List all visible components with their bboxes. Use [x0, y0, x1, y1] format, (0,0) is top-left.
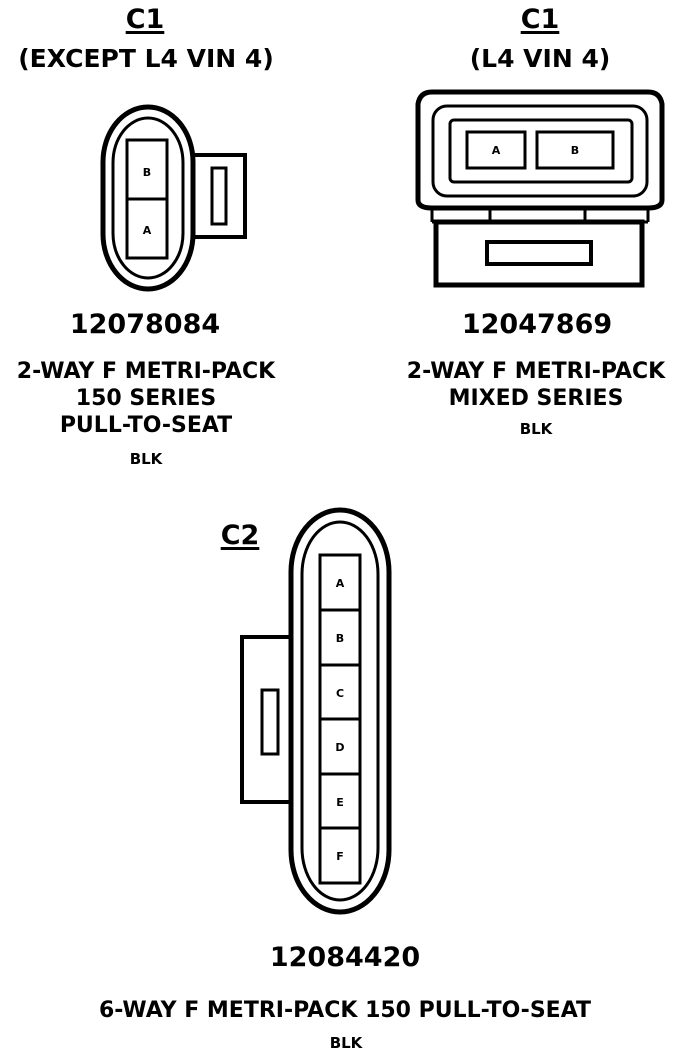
c2-pin-a: A [336, 577, 345, 590]
c1-except-desc-line-1: 2-WAY F METRI-PACK [16, 359, 276, 384]
c2-pin-e: E [336, 796, 344, 809]
c1-l4-desc-line-1: 2-WAY F METRI-PACK [406, 359, 666, 384]
c1-except-title: C1 [125, 4, 165, 35]
c1-l4-part-number: 12047869 [461, 309, 613, 340]
c2-part-number: 12084420 [269, 942, 421, 973]
c1-except-color: BLK [129, 450, 163, 468]
c2-desc-line-1: 6-WAY F METRI-PACK 150 PULL-TO-SEAT [98, 998, 592, 1023]
c1-l4-pin-b: B [571, 144, 579, 157]
c2-pin-c: C [336, 687, 344, 700]
c1-except-desc-line-3: PULL-TO-SEAT [59, 413, 233, 438]
c1-l4-color: BLK [519, 420, 553, 438]
c1-l4-qualifier: (L4 VIN 4) [469, 44, 611, 73]
c2-color: BLK [329, 1034, 363, 1052]
c2-pin-f: F [336, 850, 344, 863]
c1-l4-title: C1 [520, 4, 560, 35]
c1-l4-desc-line-2: MIXED SERIES [448, 386, 624, 411]
c2-pin-d: D [335, 741, 344, 754]
c1-l4-connector-face [415, 89, 665, 288]
c1-except-desc-line-2: 150 SERIES [75, 386, 217, 411]
c2-connector-face [240, 507, 392, 915]
c2-title: C2 [220, 520, 260, 551]
c1-except-pin-a: A [143, 224, 152, 237]
c1-except-qualifier: (EXCEPT L4 VIN 4) [18, 44, 274, 73]
c1-except-pin-b: B [143, 166, 151, 179]
c1-l4-pin-a: A [492, 144, 501, 157]
c1-except-connector-face [100, 104, 247, 292]
c2-pin-b: B [336, 632, 344, 645]
c1-except-part-number: 12078084 [69, 309, 221, 340]
